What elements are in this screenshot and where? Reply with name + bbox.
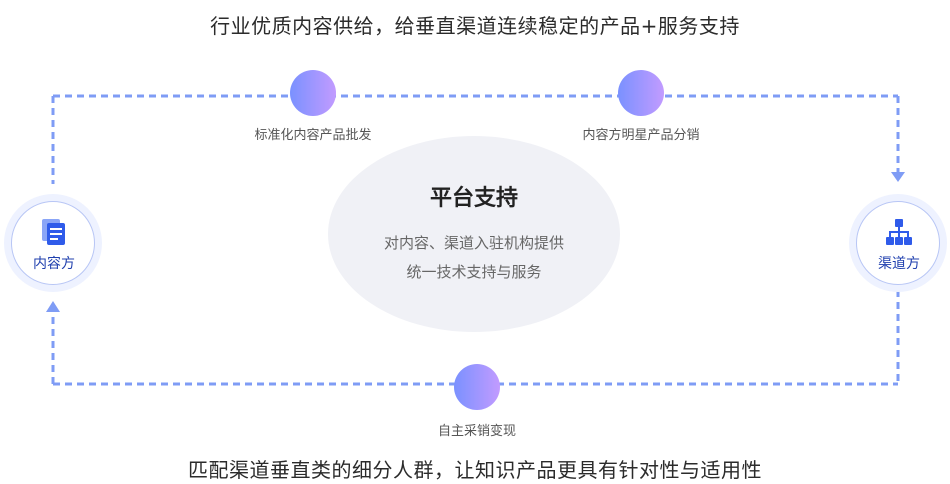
platform-support-desc-line2: 统一技术支持与服务: [406, 263, 542, 281]
platform-support-oval: [328, 136, 620, 332]
step-label-self-sourcing: 自主采销变现: [437, 424, 516, 439]
arrow-down-icon: [891, 172, 905, 182]
content-party-node: 内容方: [4, 194, 102, 292]
top-caption: 行业优质内容供给，给垂直渠道连续稳定的产品+服务支持: [210, 14, 740, 38]
step-dot-self-sourcing: [454, 364, 500, 410]
step-label-standardized: 标准化内容产品批发: [254, 128, 372, 143]
platform-support-title: 平台支持: [429, 186, 518, 211]
channel-party-node: 渠道方: [849, 194, 947, 292]
bottom-caption: 匹配渠道垂直类的细分人群，让知识产品更具有针对性与适用性: [188, 458, 762, 482]
channel-party-label: 渠道方: [878, 256, 920, 272]
arrow-up-icon: [46, 301, 60, 312]
step-label-star-products: 内容方明星产品分销: [582, 128, 700, 143]
step-dot-star-products: [618, 70, 664, 116]
document-icon: [42, 219, 65, 245]
step-dot-standardized: [290, 70, 336, 116]
org-chart-icon: [886, 219, 912, 245]
platform-support-desc-line1: 对内容、渠道入驻机构提供: [383, 234, 564, 252]
content-party-label: 内容方: [33, 256, 75, 272]
